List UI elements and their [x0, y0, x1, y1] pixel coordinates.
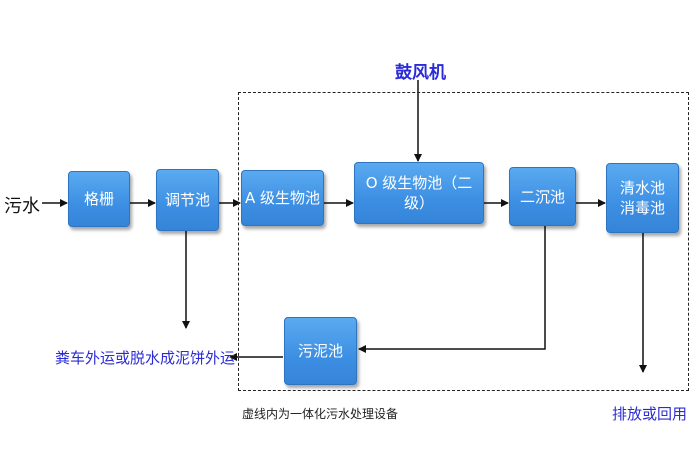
- discharge-label: 排放或回用: [612, 405, 688, 423]
- clear-tank-box: 清水池 消毒池: [606, 163, 679, 233]
- sludge-disposal-label: 粪车外运或脱水成泥饼外运: [55, 349, 236, 367]
- sludge-tank-box: 污泥池: [284, 317, 357, 385]
- clear-tank-label-line1: 清水池: [619, 179, 665, 197]
- integrated-equipment-boundary: [238, 92, 689, 391]
- grille-label: 格栅: [83, 190, 114, 208]
- grille-box: 格栅: [68, 171, 130, 227]
- boundary-note: 虚线内为一体化污水处理设备: [242, 407, 399, 421]
- blower-label: 鼓风机: [395, 63, 446, 83]
- input-label: 污水: [4, 196, 40, 217]
- sludge-tank-label: 污泥池: [297, 342, 343, 360]
- regulating-tank-label: 调节池: [164, 191, 210, 209]
- o-bio-tank-label: O 级生物池（二级）: [365, 174, 473, 212]
- secondary-clarifier-box: 二沉池: [509, 167, 576, 226]
- arrow-clarifier-to-sludge: [358, 226, 546, 353]
- o-bio-tank-box: O 级生物池（二级）: [354, 162, 484, 224]
- regulating-tank-box: 调节池: [156, 169, 219, 231]
- a-bio-tank-box: A 级生物池: [241, 170, 324, 226]
- secondary-clarifier-label: 二沉池: [519, 187, 565, 206]
- clear-tank-label-line2: 消毒池: [619, 199, 665, 217]
- a-bio-tank-label: A 级生物池: [244, 189, 321, 207]
